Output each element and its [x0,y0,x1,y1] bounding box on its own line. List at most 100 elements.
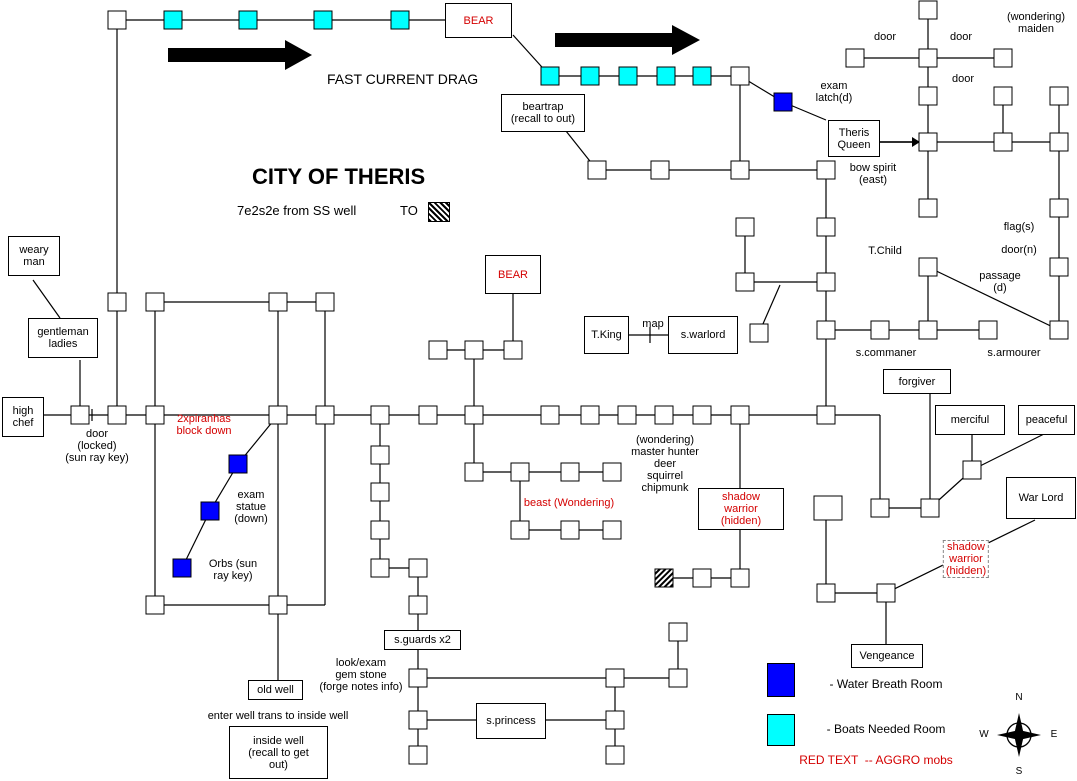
room-square [962,460,982,480]
room-square [730,160,750,180]
room-square [918,86,938,106]
room-square [654,405,674,425]
map-label: map [642,318,664,330]
room-vengeance: Vengeance [851,644,923,668]
room-square [428,340,448,360]
piranhas-label: 2xpiranhas block down [176,413,232,437]
room-bear-top: BEAR [445,3,512,38]
room-square [1049,320,1069,340]
t-child-label: T.Child [868,245,902,257]
boat-room-square [692,66,712,86]
room-square [510,462,530,482]
door-n-label: door(n) [1001,244,1037,256]
room-square [464,405,484,425]
room-inside-well: inside well (recall to get out) [229,726,328,779]
room-square [145,595,165,615]
room-square [735,272,755,292]
fast-current-label: FAST CURRENT DRAG [327,71,479,87]
room-square [918,198,938,218]
boat-room-square [580,66,600,86]
look-exam-label: look/exam gem stone (forge notes info) [319,657,403,693]
boat-room-square [163,10,183,30]
bear-top-label: BEAR [463,14,494,27]
page-subtitle: 7e2s2e from SS well [237,203,357,218]
room-square [418,405,438,425]
door-label-1: door [873,31,897,43]
room-square [315,292,335,312]
room-square [587,160,607,180]
room-merciful: merciful [935,405,1005,435]
door-label-2: door [949,31,973,43]
room-beartrap: beartrap (recall to out) [501,94,585,132]
water-room-square [228,454,248,474]
room-square [464,340,484,360]
room-square [408,558,428,578]
room-square [650,160,670,180]
room-forgiver: forgiver [883,369,951,394]
room-square [408,595,428,615]
room-square [920,498,940,518]
room-square [730,405,750,425]
boat-room-square [313,10,333,30]
room-square [918,257,938,277]
compass-n: N [1015,692,1023,703]
flags-label: flag(s) [1003,221,1035,233]
water-room-square [172,558,192,578]
room-square [816,320,836,340]
room-square [268,595,288,615]
room-square [602,520,622,540]
room-square [993,86,1013,106]
room-square [918,320,938,340]
legend-water-swatch [767,663,795,697]
shadow-warrior-2-label: shadow warrior (hidden) [942,540,990,578]
room-square [540,405,560,425]
compass-icon [997,713,1041,757]
room-t-king: T.King [584,316,629,354]
room-square [268,405,288,425]
room-square [845,48,865,68]
room-square [605,668,625,688]
room-square [370,445,390,465]
room-square [107,292,127,312]
room-square [918,132,938,152]
room-bear-mid: BEAR [485,255,541,294]
room-square [813,495,843,521]
room-square [370,558,390,578]
compass-w: W [979,729,989,740]
room-square [870,498,890,518]
room-square [692,405,712,425]
room-square [993,48,1013,68]
boat-room-square [656,66,676,86]
room-square [918,48,938,68]
room-peaceful: peaceful [1018,405,1075,435]
current-arrows [168,25,920,147]
room-s-princess: s.princess [476,703,546,739]
room-square [978,320,998,340]
passage-label: passage (d) [979,270,1021,294]
enter-well-label: enter well trans to inside well [207,710,349,722]
room-square [816,583,836,603]
room-square [1049,257,1069,277]
room-square [816,217,836,237]
room-square [730,568,750,588]
room-high-chef: high chef [2,397,44,437]
door-label-3: door [951,73,975,85]
room-square [816,272,836,292]
room-square [315,405,335,425]
room-square [464,462,484,482]
water-room-square [200,501,220,521]
boat-room-square [238,10,258,30]
room-shadow-warrior-1: shadow warrior (hidden) [698,488,784,530]
shadow-warrior-1-label: shadow warrior (hidden) [720,491,762,527]
room-square [735,217,755,237]
room-war-lord: War Lord [1006,477,1076,519]
compass-e: E [1050,729,1058,740]
room-square [107,405,127,425]
room-square [876,583,896,603]
room-square [580,405,600,425]
room-square [370,405,390,425]
room-square [268,292,288,312]
room-square [560,462,580,482]
exam-statue-label: exam statue (down) [234,489,268,525]
